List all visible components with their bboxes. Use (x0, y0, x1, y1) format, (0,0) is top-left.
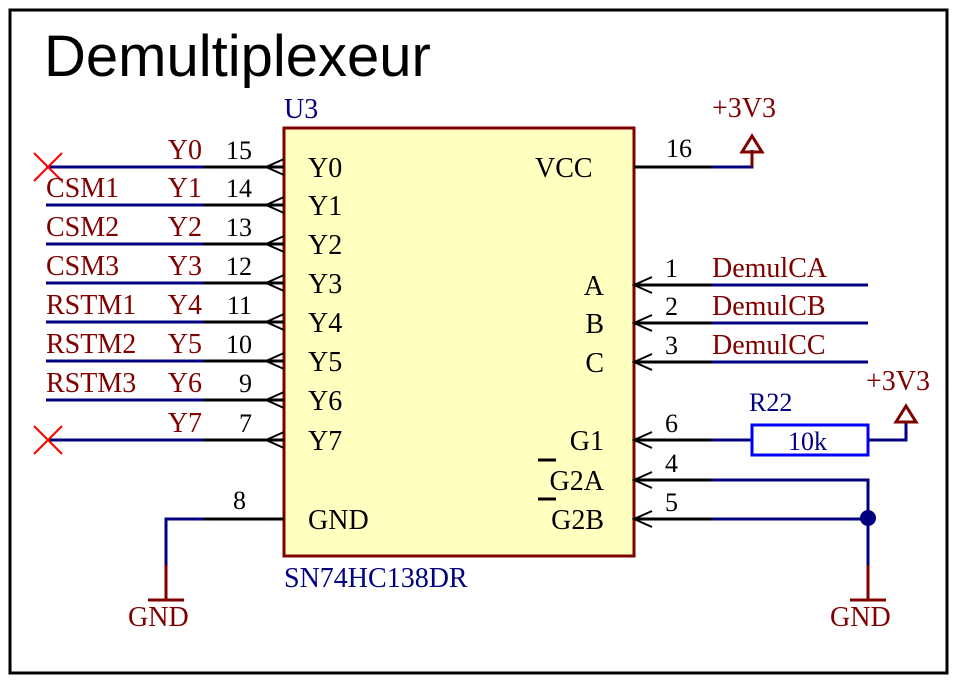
pin-number: 9 (239, 369, 252, 398)
net-label: Y3 (168, 251, 202, 282)
signal-label: RSTM2 (46, 329, 136, 360)
pin-number: 3 (665, 331, 678, 360)
resistor-value: 10k (788, 427, 827, 456)
signal-label: CSM2 (46, 212, 119, 243)
signal-label: CSM3 (46, 251, 119, 282)
net-label: DemulCA (712, 253, 828, 284)
pin-number: 15 (226, 136, 252, 165)
signal-label: RSTM1 (46, 290, 136, 321)
pin-name: G2A (550, 466, 605, 497)
ground-label-right: GND (830, 602, 891, 633)
net-label: Y6 (168, 368, 202, 399)
pin-number: 10 (226, 330, 252, 359)
net-label: Y1 (168, 173, 202, 204)
resistor-r22[interactable]: R22 10k (749, 388, 908, 457)
pin-number: 2 (665, 292, 678, 321)
pin-name: C (585, 348, 604, 379)
pin-name: Y1 (308, 191, 342, 222)
pin-number: 14 (226, 174, 252, 203)
power-symbol-vcc: +3V3 (712, 93, 776, 167)
pin-a[interactable]: 1 DemulCA A (584, 253, 868, 302)
pin-number: 1 (665, 254, 678, 283)
pin-c[interactable]: 3 DemulCC C (585, 330, 868, 379)
pin-g1[interactable]: 6G1 (570, 409, 752, 457)
net-label: DemulCC (712, 330, 826, 361)
power-label-vcc: +3V3 (712, 93, 776, 124)
chip-vcc-pin[interactable]: 16 VCC (535, 134, 754, 184)
pin-number: 7 (239, 409, 252, 438)
junction-dot (860, 510, 876, 526)
net-label: Y7 (168, 408, 202, 439)
net-label: Y0 (168, 135, 202, 166)
ground-label-left: GND (128, 602, 189, 633)
pin-number: 5 (665, 488, 678, 517)
pin-name: G1 (570, 426, 604, 457)
sheet-title: Demultiplexeur (44, 24, 431, 89)
net-label: Y4 (168, 290, 202, 321)
no-connect-marker (33, 425, 63, 455)
ground-symbol-right: GND (830, 565, 891, 633)
power-symbol-resistor: +3V3 (866, 366, 930, 424)
pin-name: Y7 (308, 426, 342, 457)
chip-vcc-pin-name: VCC (535, 153, 593, 184)
net-label: Y2 (168, 212, 202, 243)
pin-name: B (585, 309, 604, 340)
pin-number: 4 (665, 449, 678, 478)
pin-name: Y3 (308, 269, 342, 300)
chip-part-number: SN74HC138DR (284, 563, 468, 594)
pin-name: G2B (551, 505, 604, 536)
signal-label: CSM1 (46, 173, 119, 204)
chip-gnd-pin-name: GND (308, 505, 369, 536)
output-pins: 15Y0Y014Y1Y1CSM113Y2Y2CSM212Y3Y3CSM311Y4… (33, 135, 342, 457)
signal-label: RSTM3 (46, 368, 136, 399)
pin-name: Y5 (308, 347, 342, 378)
pin-name: A (584, 271, 605, 302)
ground-symbol-left: GND (128, 565, 189, 633)
pin-number: 6 (665, 409, 678, 438)
chip-vcc-pin-number: 16 (666, 134, 692, 163)
pin-number: 11 (227, 291, 252, 320)
net-label: Y5 (168, 329, 202, 360)
pin-number: 12 (226, 252, 252, 281)
pin-b[interactable]: 2 DemulCB B (585, 291, 868, 340)
chip-designator: U3 (284, 94, 318, 125)
pin-number: 13 (226, 213, 252, 242)
resistor-designator: R22 (749, 388, 792, 417)
pin-name: Y6 (308, 386, 342, 417)
chip-body[interactable] (282, 126, 636, 558)
chip-gnd-pin-number: 8 (233, 486, 246, 515)
pin-name: Y0 (308, 153, 342, 184)
enable-ground-net (712, 478, 876, 600)
pin-name: Y4 (308, 308, 342, 339)
pin-name: Y2 (308, 230, 342, 261)
net-label: DemulCB (712, 291, 826, 322)
no-connect-marker (33, 152, 63, 182)
power-label-resistor: +3V3 (866, 366, 930, 397)
